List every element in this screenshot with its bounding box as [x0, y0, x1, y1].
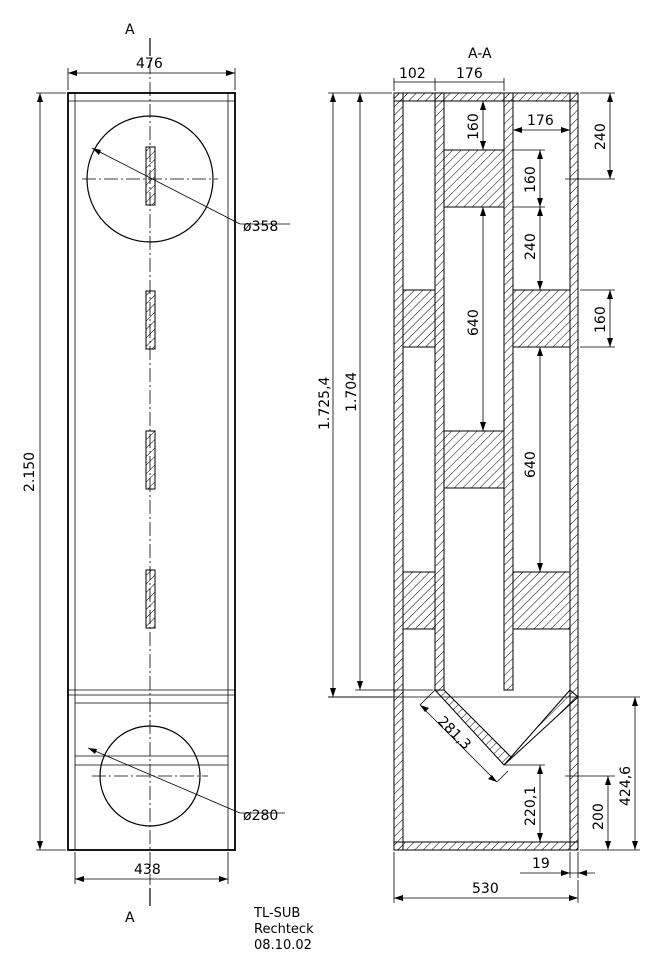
brace-slot-1 [145, 146, 156, 206]
dim-200-label: 200 [591, 803, 607, 830]
section-mark-top-label: A [125, 22, 135, 38]
dim-19-arrow-r [578, 870, 587, 876]
dim-240-b-arrow-b [537, 281, 543, 290]
dim-102-label: 102 [399, 66, 426, 82]
dim-160-b-arrow-t [537, 150, 543, 159]
dim-438-arrow-l [75, 876, 84, 882]
dim-640-a-label: 640 [466, 309, 482, 336]
dim-200-arrow-t [605, 776, 611, 785]
dim-281-arrow-l [420, 705, 429, 712]
dim-281-line [419, 704, 498, 783]
wall-left [393, 92, 404, 851]
dim-530-arrow-r [569, 895, 578, 901]
driver-top-leader [91, 147, 241, 225]
dim-1725-label: 1.725,4 [317, 376, 333, 430]
dim-160-b-label: 160 [523, 166, 539, 193]
dim-281-ext-r [496, 770, 509, 783]
dim-424-label: 424,6 [618, 766, 634, 806]
dim-640-a-arrow-b [480, 422, 486, 431]
dim-220-label: 220,1 [523, 786, 539, 826]
dim-19-arrow-l [561, 870, 570, 876]
driver-bottom-leader [87, 747, 241, 814]
dim-281-ext-l [419, 689, 436, 706]
dim-160-c-label: 160 [593, 306, 609, 333]
dim-424-arrow-b [632, 841, 638, 850]
dim-160-c-arrow-b [607, 338, 613, 347]
dim-640-b-arrow-b [537, 563, 543, 572]
dim-1725-arrow-t [330, 93, 336, 102]
dim-438-label: 438 [134, 862, 161, 878]
title-block: TL-SUB Rechteck 08.10.02 [253, 906, 314, 953]
title-line-1: TL-SUB [253, 906, 300, 921]
driver-top-dia-label: ø358 [243, 219, 278, 235]
front-outline [67, 92, 236, 851]
baffle-inner-1 [434, 92, 445, 691]
dim-640-b-label: 640 [523, 451, 539, 478]
dim-19-label: 19 [532, 856, 550, 872]
dim-176-top-label: 176 [456, 66, 483, 82]
dim-640-a-arrow-t [480, 207, 486, 216]
dim-240-b-label: 240 [523, 233, 539, 260]
dim-160-c-arrow-t [607, 290, 613, 299]
dim-1704-label: 1.704 [344, 372, 360, 412]
dim-220-arrow-t [537, 765, 543, 774]
dim-2150-arrow-t [37, 93, 43, 102]
brace-4-left [402, 571, 436, 630]
driver-bottom-dia-label: ø280 [243, 808, 278, 824]
dim-160-a-label: 160 [466, 113, 482, 140]
dim-476-arrow-l [68, 70, 77, 76]
dim-438-arrow-r [219, 876, 228, 882]
dim-176-right-label: 176 [527, 113, 554, 129]
title-line-2: Rechteck [254, 922, 314, 937]
section-view: A-A 102 176 176 [317, 46, 640, 903]
dim-240-b-arrow-t [537, 207, 543, 216]
dim-2150-label: 2.150 [22, 452, 38, 492]
brace-3 [443, 430, 505, 489]
section-mark-bottom-label: A [125, 910, 135, 926]
dim-2150-arrow-b [37, 841, 43, 850]
brace-2-right [512, 289, 571, 348]
baffle-inner-2 [503, 92, 514, 691]
dim-240-a-label: 240 [593, 123, 609, 150]
brace-slot-3 [145, 430, 156, 490]
brace-4-right [512, 571, 571, 630]
dim-240-a-arrow-b [607, 170, 613, 179]
dim-476-arrow-r [226, 70, 235, 76]
front-view: A A ø358 ø280 [22, 22, 290, 926]
dim-530-label: 530 [472, 881, 499, 897]
dim-281-arrow-r [488, 775, 497, 782]
dim-1704-arrow-t [357, 93, 363, 102]
wall-right [569, 92, 579, 851]
dim-424-arrow-t [632, 697, 638, 706]
dim-220-arrow-b [537, 833, 543, 842]
wall-top [393, 92, 579, 102]
dim-640-b-arrow-t [537, 347, 543, 356]
driver-bottom-arrow [88, 748, 97, 754]
section-title: A-A [468, 46, 492, 62]
dim-530-arrow-l [394, 895, 403, 901]
wall-bottom [393, 841, 579, 851]
brace-2-left [402, 289, 436, 348]
dim-176-right-arrow-r [561, 127, 570, 133]
v-panel-right [503, 689, 579, 766]
title-line-3: 08.10.02 [254, 938, 312, 953]
dim-160-b-arrow-b [537, 198, 543, 207]
dim-1704-arrow-b [357, 681, 363, 690]
brace-1 [443, 149, 505, 208]
dim-176-right-arrow-l [513, 127, 522, 133]
dim-476-label: 476 [136, 56, 163, 72]
dim-160-a-arrow-t [480, 101, 486, 110]
dim-240-a-arrow-t [607, 93, 613, 102]
dim-200-arrow-b [605, 841, 611, 850]
brace-slot-4 [145, 569, 156, 629]
brace-slot-2 [145, 290, 156, 350]
dim-160-a-arrow-b [480, 141, 486, 150]
dim-1725-arrow-b [330, 688, 336, 697]
driver-top-arrow [92, 148, 101, 155]
